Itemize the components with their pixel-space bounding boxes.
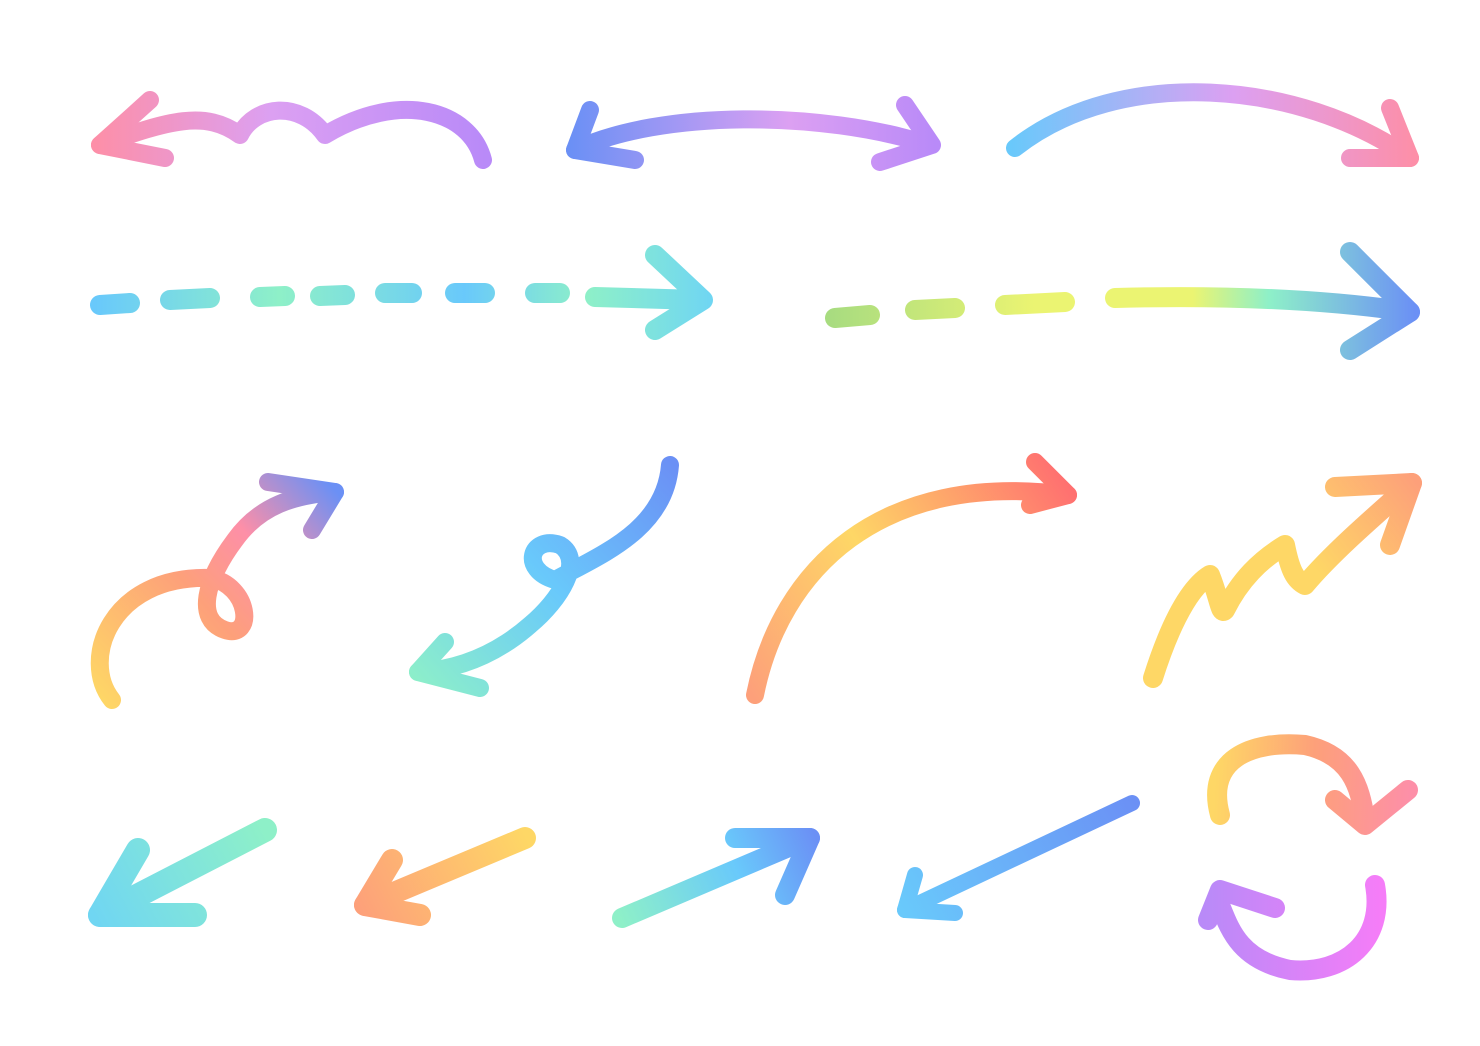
arc-right-arrow-icon xyxy=(746,453,1077,704)
up-right-arrow-icon xyxy=(612,828,820,928)
long-down-left-arrow-icon xyxy=(897,795,1140,921)
zigzag-up-right-arrow-icon xyxy=(1143,473,1422,688)
short-down-left-arrow-icon xyxy=(354,827,536,926)
cycle-arrows-icon xyxy=(1198,734,1418,981)
wavy-left-arrow-icon xyxy=(91,91,492,169)
curved-right-arrow-icon xyxy=(1006,83,1419,167)
loop-down-left-arrow-icon xyxy=(409,456,679,697)
double-headed-arrow-icon xyxy=(566,96,941,171)
dashed-long-right-arrow-icon xyxy=(825,242,1420,360)
dashed-right-arrow-icon xyxy=(90,245,713,340)
loop-up-right-arrow-icon xyxy=(90,473,344,709)
down-left-arrow-icon xyxy=(88,818,277,927)
